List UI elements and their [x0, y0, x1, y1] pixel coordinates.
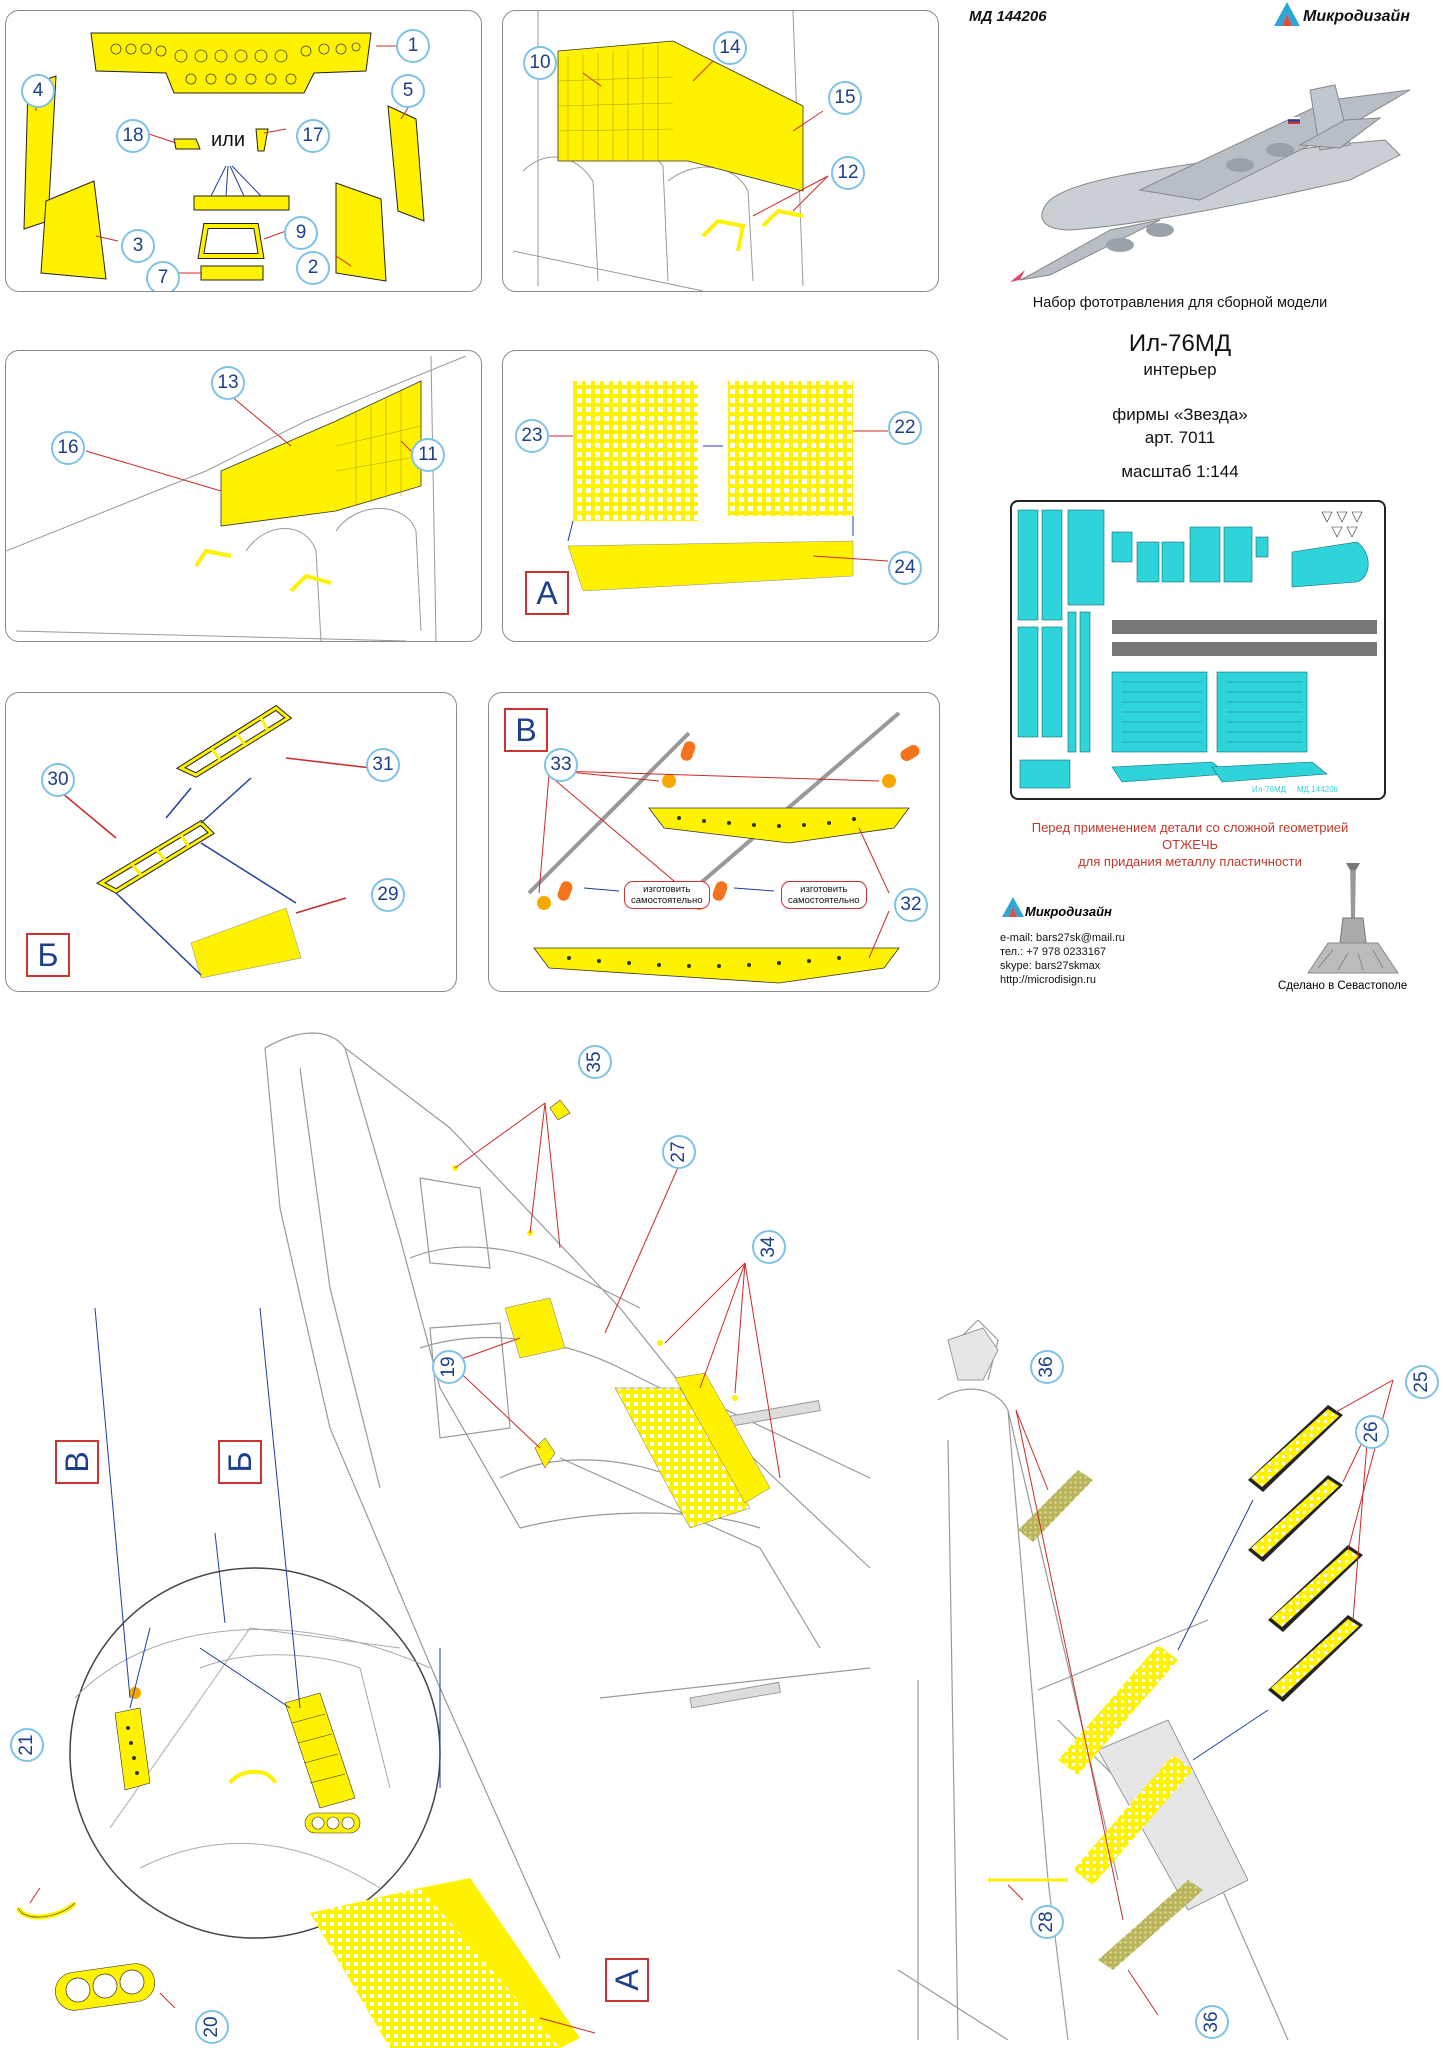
contact-email[interactable]: e-mail: bars27sk@mail.ru	[1000, 932, 1125, 944]
callout-22: 22	[888, 411, 922, 445]
callout-35: 35	[578, 1045, 612, 1079]
callout-20: 20	[195, 2010, 229, 2044]
callout-31: 31	[366, 748, 400, 782]
kit-maker: фирмы «Звезда»	[1112, 405, 1248, 424]
panel5-drawing	[55, 704, 372, 979]
callout-15: 15	[828, 81, 862, 115]
fret-label-right: МД 144206	[1297, 785, 1339, 794]
callout-36-bottom: 36	[1195, 2005, 1229, 2039]
rear-ramp-assembly-drawing	[897, 1320, 1394, 2040]
letter-a-label: А	[525, 571, 569, 615]
letter-a-marker: А	[605, 1958, 649, 2002]
sevastopol-monument-icon	[1307, 863, 1399, 974]
callout-16: 16	[51, 431, 85, 465]
callout-36-top: 36	[1030, 1350, 1064, 1384]
callout-18: 18	[116, 119, 150, 153]
fret-label-left: Ил-76МД	[1252, 785, 1287, 794]
callout-19: 19	[432, 1350, 466, 1384]
callout-27: 27	[662, 1135, 696, 1169]
callout-29: 29	[371, 878, 405, 912]
contact-skype: skype: bars27skmax	[1000, 960, 1101, 972]
callout-26: 26	[1355, 1415, 1389, 1449]
panel3-drawing	[6, 355, 467, 641]
callout-10: 10	[523, 46, 557, 80]
brand-name: Микродизайн	[1303, 8, 1410, 25]
aircraft-illustration-icon	[1010, 84, 1411, 282]
letter-b-label: Б	[26, 933, 70, 977]
callout-23: 23	[515, 419, 549, 453]
callout-28: 28	[1030, 1905, 1064, 1939]
kit-article: арт. 7011	[1144, 428, 1216, 447]
callout-30: 30	[41, 763, 75, 797]
brand-logo-small-icon	[1002, 897, 1024, 917]
panel2-drawing	[512, 11, 829, 291]
callout-21: 21	[10, 1728, 44, 1762]
panel-cockpit-left: 13 16 11	[5, 350, 482, 642]
contact-website[interactable]: http://microdisign.ru	[1000, 974, 1096, 986]
callout-17: 17	[296, 119, 330, 153]
warning-line-2: ОТЖЕЧЬ	[1161, 837, 1219, 852]
callout-4: 4	[21, 74, 55, 108]
callout-9: 9	[284, 216, 318, 250]
callout-34: 34	[752, 1230, 786, 1264]
callout-32: 32	[894, 888, 928, 922]
panel-instrument-parts: 1 4 5 18 17 3 9 7 2 или	[5, 10, 482, 292]
panel-b-ladder: 30 31 29 Б	[5, 692, 457, 992]
callout-5: 5	[391, 74, 425, 108]
callout-33: 33	[544, 748, 578, 782]
callout-2: 2	[296, 251, 330, 285]
warning-line-1: Перед применением детали со сложной геом…	[1031, 820, 1349, 835]
callout-1: 1	[396, 29, 430, 63]
warning-line-3: для придания металлу пластичности	[1078, 854, 1302, 869]
made-in-label: Сделано в Севастополе	[1278, 980, 1408, 992]
panel6-drawing	[527, 711, 920, 984]
or-label: или	[211, 129, 246, 151]
product-code: МД 144206	[969, 8, 1047, 25]
panel-a-grilles: 23 22 24 А	[502, 350, 939, 642]
photo-etch-fret: Ил-76МД МД 144206	[1010, 500, 1386, 800]
model-name: Ил-76МД	[1128, 330, 1232, 357]
callout-7: 7	[146, 261, 180, 291]
contact-phone: тел.: +7 978 0233167	[1000, 946, 1107, 958]
kit-scale: масштаб 1:144	[1121, 462, 1239, 481]
callout-12: 12	[831, 156, 865, 190]
panel-v-hooks: 33 32 В изготовить самостоятельно изгото…	[488, 692, 940, 992]
panel4-drawing	[548, 381, 889, 592]
callout-13: 13	[211, 366, 245, 400]
fret-drawing: Ил-76МД МД 144206	[1017, 509, 1377, 794]
model-subtitle: интерьер	[1143, 360, 1217, 379]
callout-14: 14	[713, 31, 747, 65]
brand-logo-icon	[1274, 2, 1300, 26]
callout-24: 24	[888, 551, 922, 585]
callout-25: 25	[1405, 1365, 1439, 1399]
make-yourself-note-2: изготовить самостоятельно	[781, 881, 867, 909]
panel-cockpit-right: 10 14 15 12	[502, 10, 939, 292]
cargo-cabin-assembly-drawing	[15, 1032, 871, 2048]
brand-name-small: Микродизайн	[1025, 904, 1112, 919]
letter-b-marker: Б	[218, 1440, 262, 1484]
set-description: Набор фототравления для сборной модели	[1032, 295, 1328, 311]
callout-3: 3	[121, 229, 155, 263]
callout-11: 11	[411, 438, 445, 472]
panel1-drawing	[23, 32, 425, 282]
make-yourself-note-1: изготовить самостоятельно	[624, 881, 710, 909]
letter-v-marker: В	[55, 1440, 99, 1484]
letter-v-label: В	[504, 708, 548, 752]
